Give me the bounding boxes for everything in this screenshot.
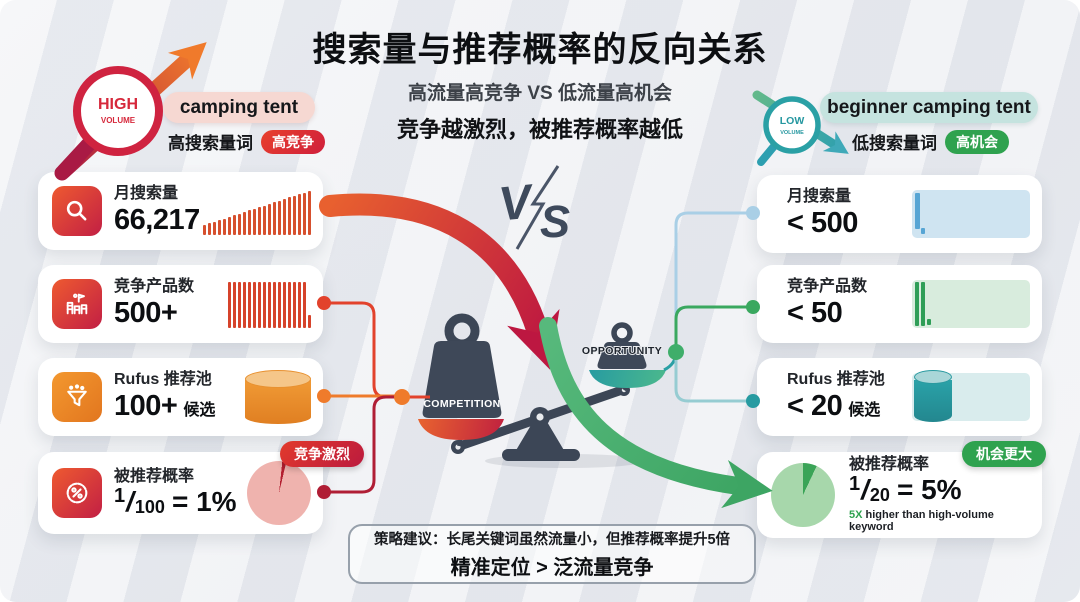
card-value: 66,217 [114, 203, 200, 236]
comparison-note: 5X higher than high-volume keyword [849, 508, 994, 534]
card-label: Rufus 推荐池 [114, 371, 212, 389]
low-volume-bar-graphic [912, 190, 1030, 238]
bigger-opportunity-badge: 机会更大 [962, 441, 1046, 467]
search-icon [52, 186, 102, 236]
card-label: Rufus 推荐池 [787, 371, 885, 389]
intense-competition-badge: 竞争激烈 [280, 441, 364, 467]
card-label: 月搜索量 [114, 185, 179, 203]
tagline: 竞争越激烈，被推荐概率越低 [396, 117, 683, 142]
keyword-sub-low: 低搜索量词 高机会 [852, 129, 1009, 154]
card-value: 100+候选 [114, 389, 216, 422]
high-opportunity-badge: 高机会 [945, 129, 1009, 154]
card-rufus-pool-high: Rufus 推荐池 100+候选 [38, 358, 323, 436]
competitor-products-icon [52, 279, 102, 329]
card-value: < 500 [787, 206, 858, 239]
card-monthly-searches-low: 月搜索量 < 500 [757, 175, 1042, 253]
keyword-pill-low: beginner camping tent [820, 92, 1038, 123]
card-monthly-searches-high: 月搜索量 66,217 [38, 172, 323, 250]
card-value: < 50 [787, 296, 843, 329]
vs-letter-v: V [496, 175, 534, 232]
teal-cylinder-graphic [912, 370, 1030, 422]
strategy-line1: 策略建议：长尾关键词虽然流量小，但推荐概率提升5倍 [373, 532, 731, 548]
card-value-suffix: 候选 [183, 401, 216, 419]
card-label: 被推荐概率 [114, 467, 195, 485]
green-flow-arrow [539, 317, 773, 509]
keyword-pill-high: camping tent [163, 92, 315, 123]
ascending-bars-chart [202, 187, 311, 235]
card-recommendation-probability-high: 被推荐概率 1/100= 1% [38, 452, 323, 534]
right-connectors [663, 206, 760, 408]
probability-pie-high [247, 461, 311, 525]
competition-weight-label: COMPETITION [423, 398, 500, 410]
orange-cylinder-graphic [245, 370, 311, 424]
keyword-sub-high: 高搜索量词 高竞争 [168, 129, 325, 154]
strategy-line2: 精准定位 > 泛流量竞争 [450, 557, 654, 579]
card-label: 月搜索量 [787, 188, 852, 206]
opportunity-weight-label: OPPORTUNITY [582, 345, 662, 357]
card-label: 被推荐概率 [849, 456, 930, 474]
high-volume-label: 高搜索量词 [168, 134, 253, 153]
subtitle: 高流量高竞争 VS 低流量高机会 [408, 83, 672, 104]
strategy-box: 策略建议：长尾关键词虽然流量小，但推荐概率提升5倍 精准定位 > 泛流量竞争 [348, 524, 756, 584]
card-competing-products-high: 竞争产品数 500+ [38, 265, 323, 343]
card-label: 竞争产品数 [114, 278, 195, 296]
vs-letter-s: S [540, 196, 571, 247]
page-title: 搜索量与推荐概率的反向关系 [312, 31, 768, 69]
card-label: 竞争产品数 [787, 278, 868, 296]
high-competition-badge: 高竞争 [261, 129, 325, 154]
probability-pie-low [771, 463, 835, 527]
funnel-icon [52, 372, 102, 422]
card-value-suffix: 候选 [848, 401, 881, 419]
probability-fraction: 1/100= 1% [114, 484, 237, 518]
left-connectors [317, 296, 430, 499]
card-value: 500+ [114, 296, 178, 329]
card-competing-products-low: 竞争产品数 < 50 [757, 265, 1042, 343]
dense-bars-chart [227, 280, 311, 328]
balance-scale: COMPETITION OPPORTUNITY [418, 313, 666, 468]
low-volume-label: 低搜索量词 [852, 134, 937, 153]
low-competition-bar-graphic [912, 280, 1030, 328]
probability-fraction: 1/20= 5% [849, 473, 962, 506]
percent-badge-icon [52, 468, 102, 518]
